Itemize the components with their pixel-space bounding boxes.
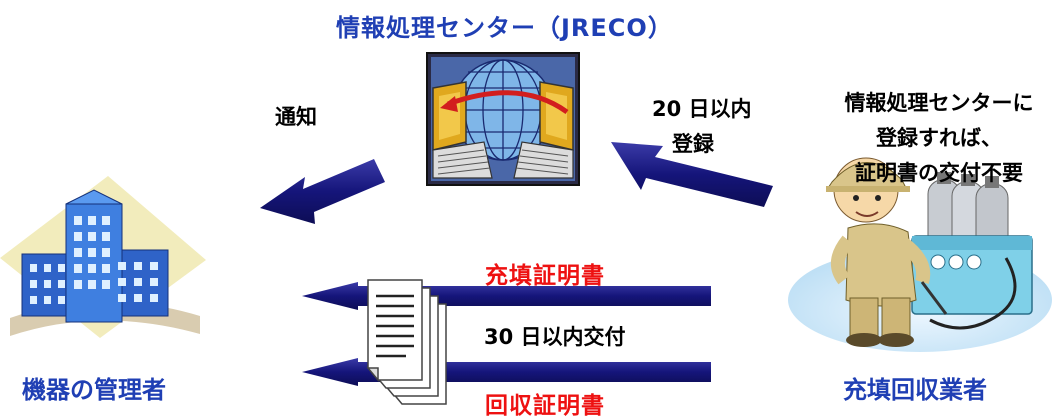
filling-recovery-operator-label: 充填回収業者: [843, 376, 987, 404]
equipment-manager-label: 機器の管理者: [22, 376, 166, 404]
computer-network-icon: [426, 52, 580, 186]
document-stack-icon: [366, 279, 447, 405]
building-icon: [0, 176, 206, 338]
notify-arrow: [260, 159, 385, 224]
recovery-certificate-label: 回収証明書: [485, 393, 605, 419]
register-label: 登録: [672, 132, 714, 156]
issue-period-label: 30 日以内交付: [484, 325, 626, 349]
register-arrow: [611, 142, 773, 207]
operator-worker-icon: [788, 157, 1052, 352]
filling-certificate-label: 充填証明書: [485, 263, 605, 289]
note-line-1: 情報処理センターに: [844, 91, 1034, 115]
registration-note: 情報処理センターに 登録すれば、 証明書の交付不要: [814, 86, 1064, 191]
recovery-certificate-arrow: [302, 358, 711, 386]
register-period-label: 20 日以内: [652, 97, 752, 121]
notify-label: 通知: [275, 105, 317, 129]
information-center-title: 情報処理センター（JRECO）: [336, 14, 673, 42]
note-line-2: 登録すれば、: [876, 126, 1002, 150]
note-line-3: 証明書の交付不要: [855, 161, 1023, 185]
